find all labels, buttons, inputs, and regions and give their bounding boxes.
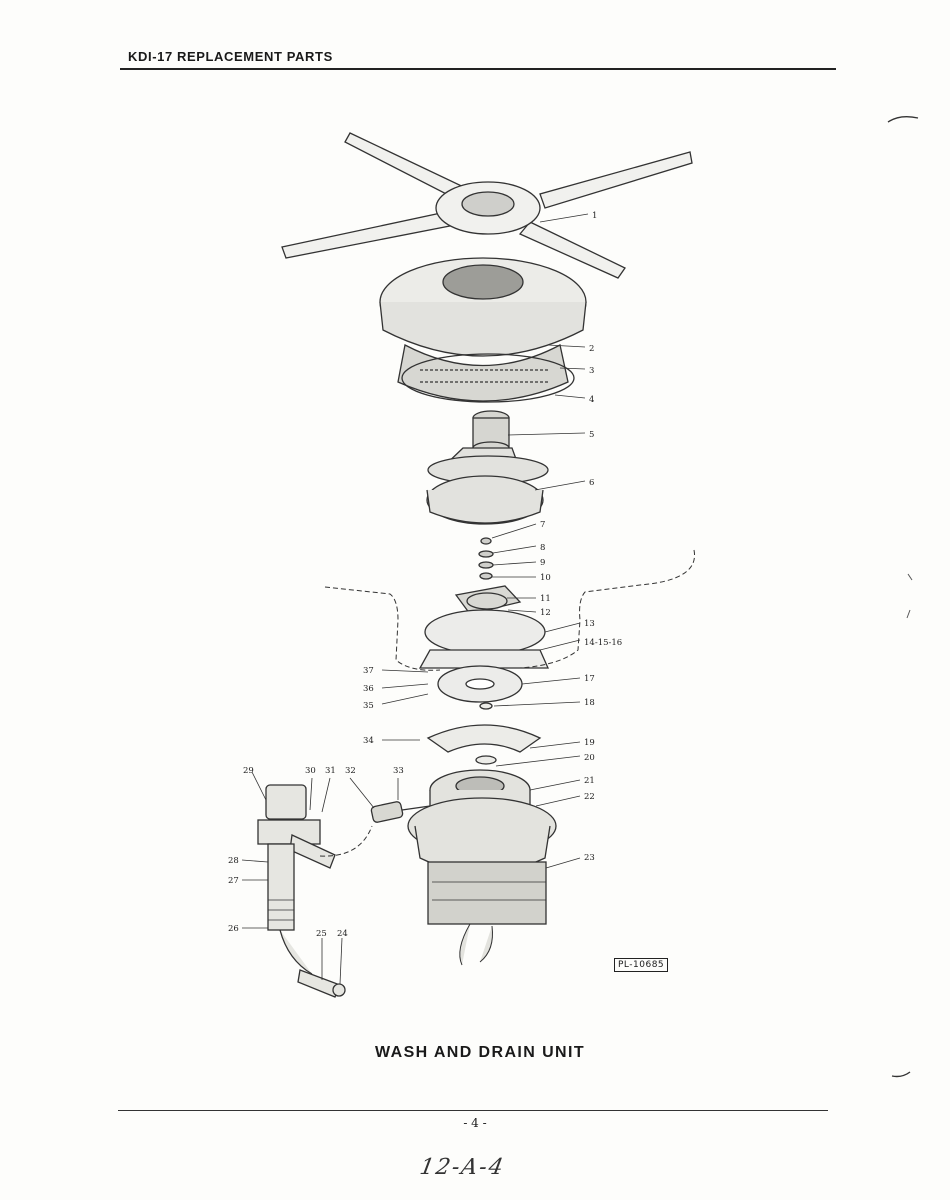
callout-9: 9 xyxy=(540,558,545,568)
callout-31: 31 xyxy=(325,766,336,776)
pump-cover xyxy=(426,447,549,525)
callout-5: 5 xyxy=(589,430,594,440)
spray-arm xyxy=(281,132,693,279)
callout-25: 25 xyxy=(316,929,327,939)
callout-19: 19 xyxy=(584,738,595,748)
callout-28: 28 xyxy=(228,856,239,866)
margin-scan-marks xyxy=(887,115,919,1078)
callout-34: 34 xyxy=(363,736,374,746)
dashed-routing-lines xyxy=(319,549,696,857)
page-header-title: KDI-17 REPLACEMENT PARTS xyxy=(128,49,333,64)
fasteners xyxy=(478,537,494,580)
callout-30: 30 xyxy=(305,766,316,776)
callout-1: 1 xyxy=(592,211,597,221)
callout-3: 3 xyxy=(589,366,594,376)
figure-reference-stamp: PL-10685 xyxy=(614,958,669,972)
footer-rule xyxy=(118,1110,828,1111)
leader-lines xyxy=(241,213,589,985)
callout-29: 29 xyxy=(243,766,254,776)
callout-36: 36 xyxy=(363,684,374,694)
handwritten-note: 12-A-4 xyxy=(417,1155,507,1180)
callout-24: 24 xyxy=(337,929,348,939)
header-rule xyxy=(120,68,836,70)
callout-7: 7 xyxy=(540,520,545,530)
callout-2: 2 xyxy=(589,344,594,354)
callout-27: 27 xyxy=(228,876,239,886)
callout-22: 22 xyxy=(584,792,595,802)
callout-20: 20 xyxy=(584,753,595,763)
callout-12: 12 xyxy=(540,608,551,618)
drain-hose-connector xyxy=(370,801,431,823)
callout-17: 17 xyxy=(584,674,595,684)
callout-13: 13 xyxy=(584,619,595,629)
callout-numbers: 1 2 3 4 5 6 7 8 9 10 11 12 13 14-15-16 1… xyxy=(228,211,622,939)
callout-8: 8 xyxy=(540,543,545,553)
callout-11: 11 xyxy=(540,594,551,604)
callout-10: 10 xyxy=(540,573,551,583)
callout-4: 4 xyxy=(589,395,594,405)
impeller-housing xyxy=(379,257,587,403)
callout-18: 18 xyxy=(584,698,595,708)
callout-21: 21 xyxy=(584,776,595,786)
callout-14-15-16: 14-15-16 xyxy=(584,638,622,648)
callout-6: 6 xyxy=(589,478,594,488)
pump-plates xyxy=(418,609,550,703)
page-number: - 4 - xyxy=(463,1116,487,1130)
callout-35: 35 xyxy=(363,701,374,711)
callout-32: 32 xyxy=(345,766,356,776)
callout-26: 26 xyxy=(228,924,239,934)
lower-plate xyxy=(426,702,542,765)
drain-valve-assembly xyxy=(257,784,346,998)
callout-37: 37 xyxy=(363,666,374,676)
figure-caption: WASH AND DRAIN UNIT xyxy=(375,1044,585,1061)
motor-housing xyxy=(407,769,557,966)
callout-23: 23 xyxy=(584,853,595,863)
impeller xyxy=(454,585,522,615)
callout-33: 33 xyxy=(393,766,404,776)
